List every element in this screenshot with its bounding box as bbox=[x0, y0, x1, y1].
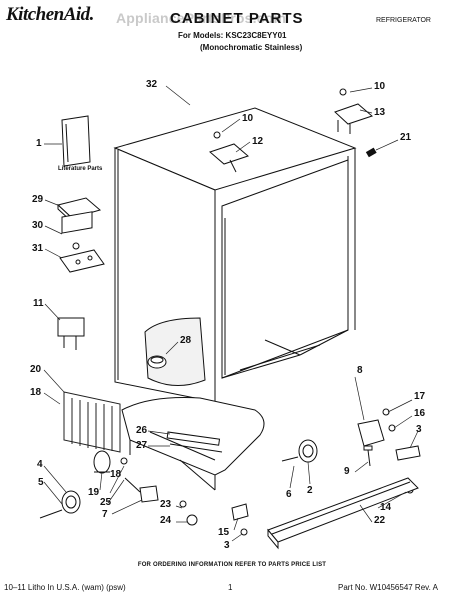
callout-7: 7 bbox=[102, 509, 108, 520]
callout-10: 10 bbox=[242, 113, 254, 124]
leader-lines bbox=[43, 85, 419, 542]
callout-20: 20 bbox=[30, 364, 42, 375]
roller-19 bbox=[93, 450, 111, 474]
hinge-bracket-12 bbox=[209, 131, 249, 173]
part-number: Part No. W10456547 Rev. A bbox=[338, 583, 438, 592]
callout-32: 32 bbox=[146, 79, 158, 90]
part-31 bbox=[59, 249, 105, 273]
callout-28: 28 bbox=[180, 335, 192, 346]
hinge-bracket-13 bbox=[334, 88, 373, 134]
callout-10: 10 bbox=[374, 81, 386, 92]
bracket-3a bbox=[395, 445, 421, 461]
appliance-category: REFRIGERATOR bbox=[376, 17, 431, 24]
wheel-2-6 bbox=[281, 439, 318, 463]
page-number: 1 bbox=[228, 583, 233, 592]
model-number: For Models: KSC23C8EYY01 bbox=[178, 31, 287, 40]
callout-5: 5 bbox=[38, 477, 44, 488]
valve-11 bbox=[57, 317, 85, 350]
callout-24: 24 bbox=[160, 515, 172, 526]
clip-15-3 bbox=[231, 503, 249, 536]
hinge-8-16-17 bbox=[357, 408, 396, 447]
brand-logo: KitchenAid. bbox=[6, 4, 94, 25]
callout-19: 19 bbox=[88, 487, 100, 498]
callout-17: 17 bbox=[414, 391, 426, 402]
callout-3: 3 bbox=[224, 540, 230, 551]
callout-31: 31 bbox=[32, 243, 44, 254]
callout-23: 23 bbox=[160, 499, 172, 510]
toe-grille-22 bbox=[267, 477, 419, 550]
callout-26: 26 bbox=[136, 425, 148, 436]
screw-9 bbox=[363, 445, 373, 467]
cabinet-opening-28 bbox=[144, 317, 206, 386]
callout-27: 27 bbox=[136, 440, 148, 451]
ordering-note: FOR ORDERING INFORMATION REFER TO PARTS … bbox=[137, 562, 327, 568]
page-title: CABINET PARTS bbox=[170, 10, 304, 27]
callout-18: 18 bbox=[30, 387, 42, 398]
clip-21 bbox=[365, 147, 377, 158]
callout-21: 21 bbox=[400, 132, 412, 143]
callout-15: 15 bbox=[218, 527, 230, 538]
callout-9: 9 bbox=[344, 466, 350, 477]
callout-8: 8 bbox=[357, 365, 363, 376]
callout-22: 22 bbox=[374, 515, 386, 526]
bracket-18b bbox=[120, 457, 128, 465]
print-info: 10–11 Litho In U.S.A. (wam) (psw) bbox=[4, 583, 126, 592]
callout-1: 1 bbox=[36, 138, 42, 149]
callout-14: 14 bbox=[380, 502, 392, 513]
callout-16: 16 bbox=[414, 408, 426, 419]
callout-13: 13 bbox=[374, 107, 386, 118]
callout-29: 29 bbox=[32, 194, 44, 205]
drain-7-25 bbox=[124, 477, 159, 503]
callout-6: 6 bbox=[286, 489, 292, 500]
plug-23-24 bbox=[179, 500, 198, 526]
callout-2: 2 bbox=[307, 485, 313, 496]
callout-11: 11 bbox=[33, 298, 44, 309]
model-finish: (Monochromatic Stainless) bbox=[200, 43, 303, 52]
callout-18: 18 bbox=[110, 469, 122, 480]
watermark: AppliancePartsPros.com bbox=[116, 10, 287, 26]
literature-parts-label: Literature Parts bbox=[58, 166, 103, 172]
condenser-panel-20 bbox=[63, 391, 121, 453]
part-30 bbox=[61, 211, 93, 250]
callout-25: 25 bbox=[100, 497, 112, 508]
tube-26-27 bbox=[166, 431, 223, 453]
callout-12: 12 bbox=[252, 136, 264, 147]
callout-30: 30 bbox=[32, 220, 44, 231]
callout-3: 3 bbox=[416, 424, 422, 435]
literature-book bbox=[61, 115, 91, 167]
callout-4: 4 bbox=[37, 459, 43, 470]
wheel-4-5 bbox=[39, 490, 81, 519]
